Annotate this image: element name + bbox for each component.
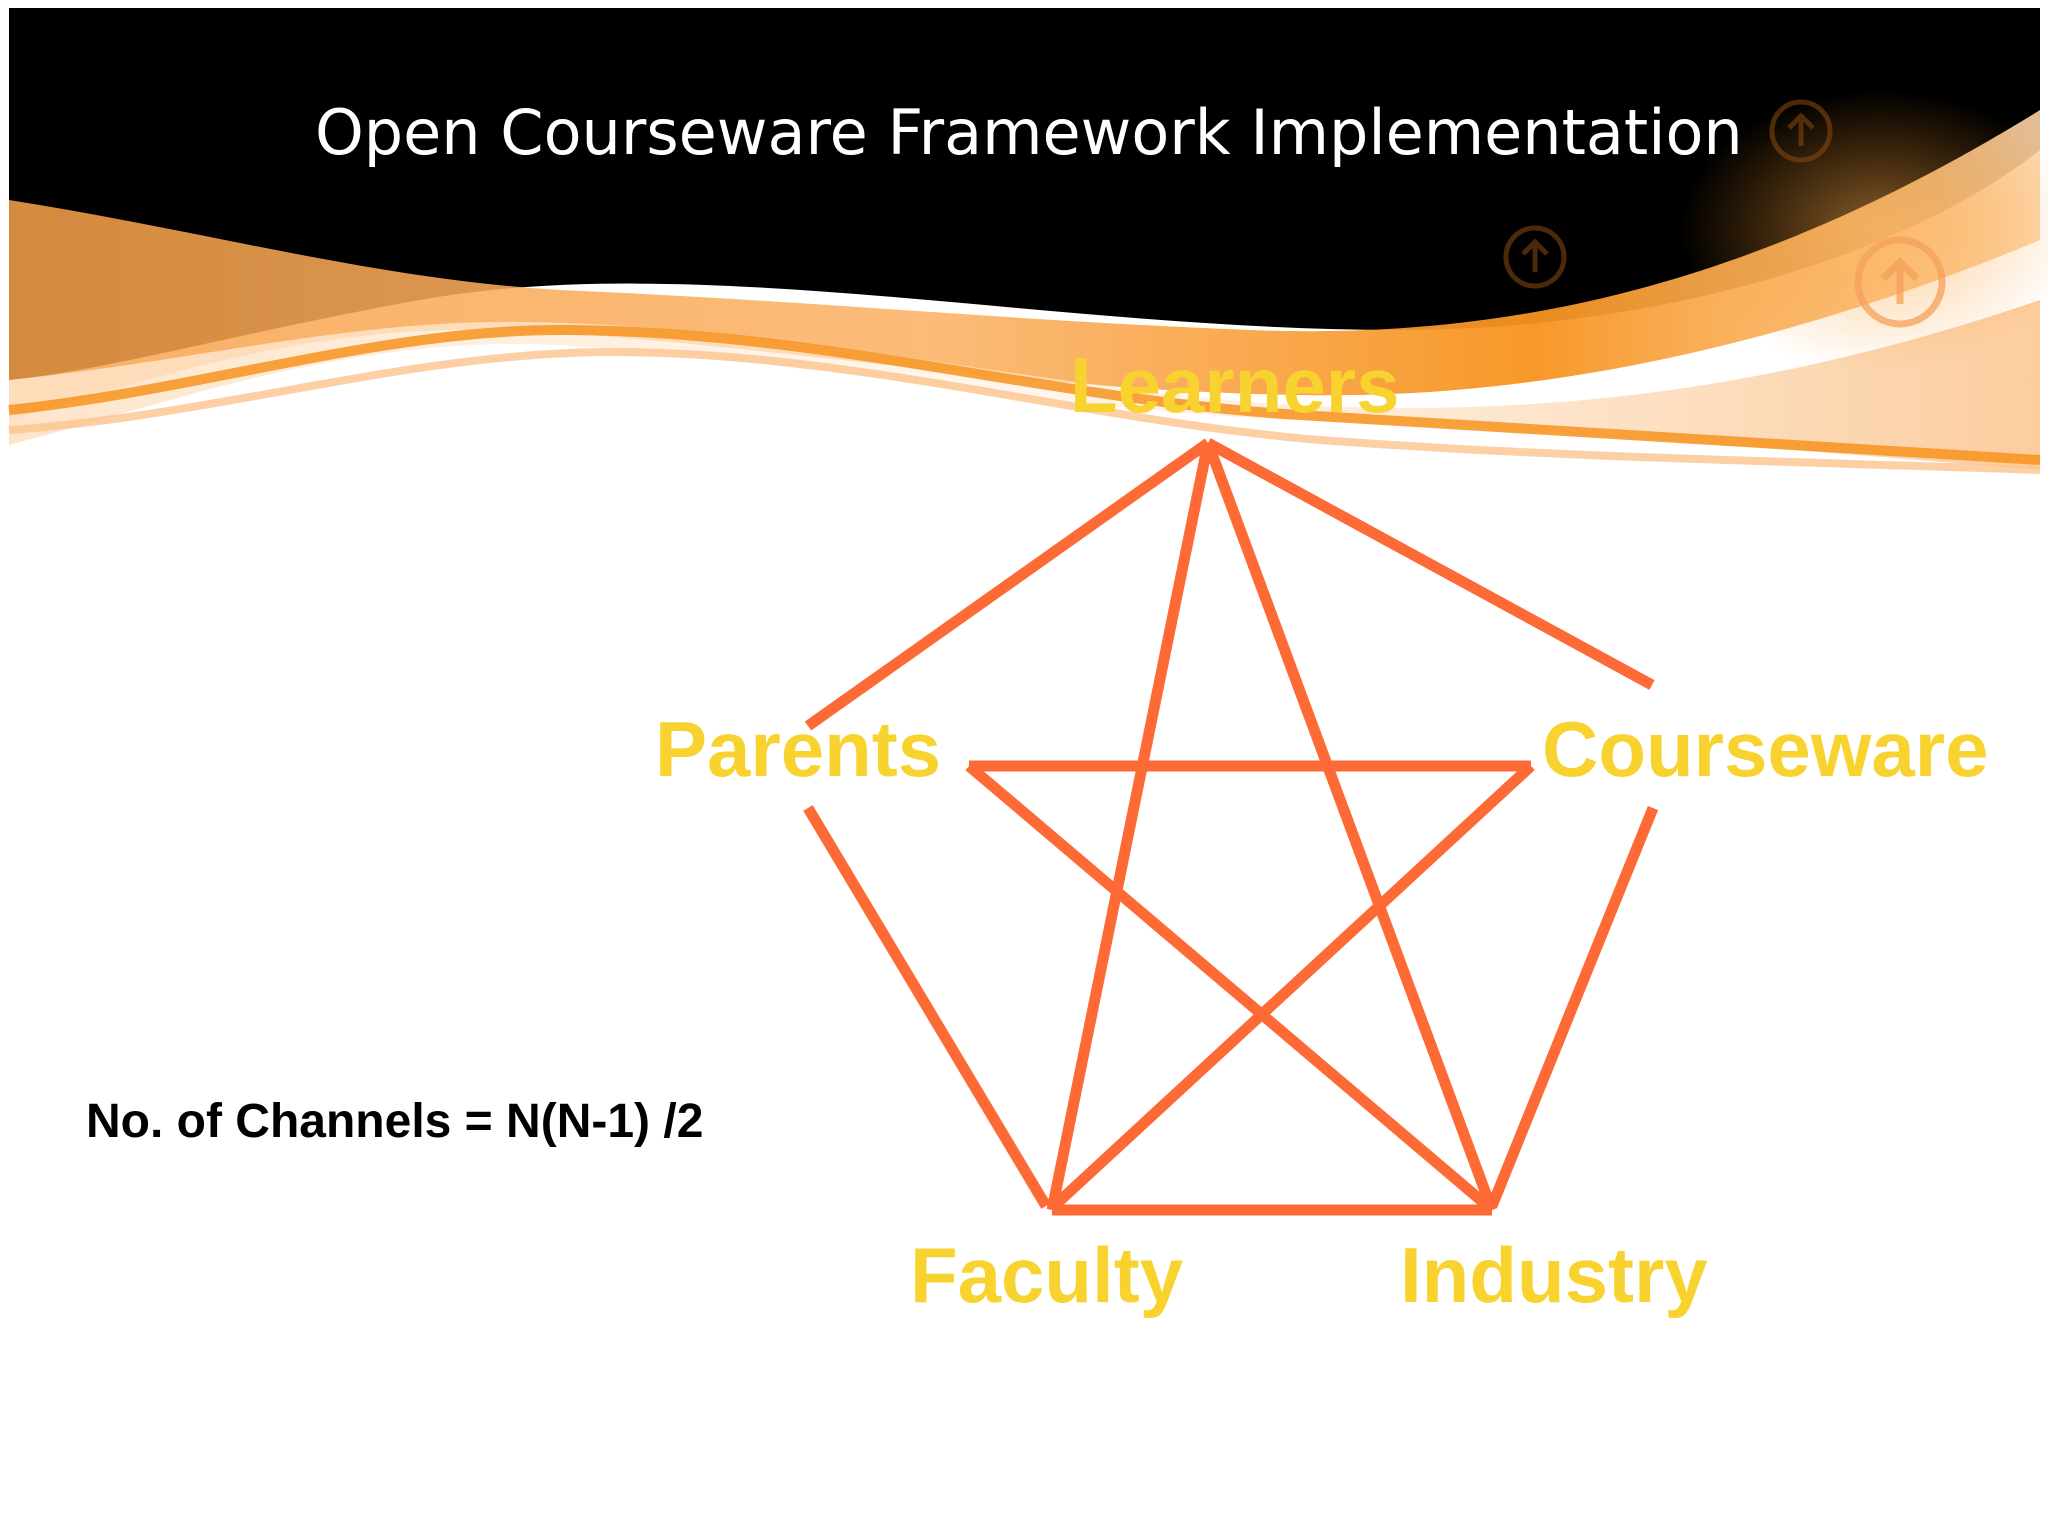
edge-parents-faculty — [803, 805, 1051, 1209]
node-label-learners: Learners — [1070, 341, 1400, 429]
node-label-faculty: Faculty — [910, 1231, 1184, 1319]
edge-learners-industry — [1202, 441, 1498, 1212]
edge-learners-faculty — [1046, 441, 1214, 1212]
arrow-up-circle-icon — [1769, 99, 1833, 163]
edge-parents-industry — [965, 761, 1494, 1213]
arrow-up-circle-icon — [1854, 236, 1946, 328]
node-label-parents: Parents — [655, 705, 942, 793]
edge-courseware-faculty — [1048, 761, 1535, 1213]
channels-formula: No. of Channels = N(N-1) /2 — [86, 1095, 704, 1148]
edge-learners-courseware — [1205, 438, 1655, 690]
arrow-up-circle-icon — [1503, 225, 1567, 289]
edge-learners-parents — [804, 438, 1212, 731]
slide-title: Open Courseware Framework Implementation — [315, 96, 1743, 169]
node-label-courseware: Courseware — [1542, 705, 1989, 793]
edge-courseware-industry — [1486, 805, 1659, 1209]
node-label-industry: Industry — [1400, 1231, 1708, 1319]
